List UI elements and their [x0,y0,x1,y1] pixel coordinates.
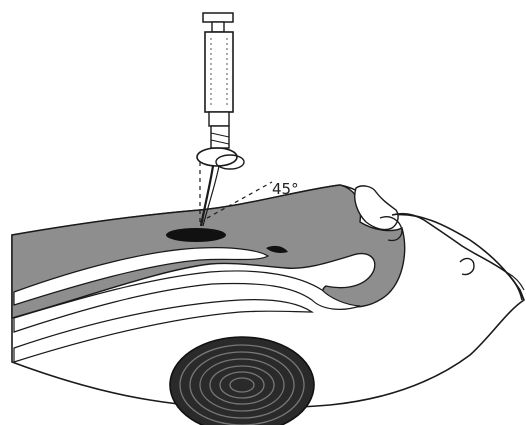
syringe-hub [209,112,229,126]
syringe-plunger-cap [203,13,233,22]
tubing-coil [197,148,237,166]
syringe-connector [211,126,229,148]
syringe-icon [197,13,244,226]
angle-label: 45° [272,180,299,198]
syringe-barrel [205,32,233,112]
syringe-plunger-rod [212,22,224,32]
towel-roll [170,337,314,425]
injection-site [166,228,226,242]
